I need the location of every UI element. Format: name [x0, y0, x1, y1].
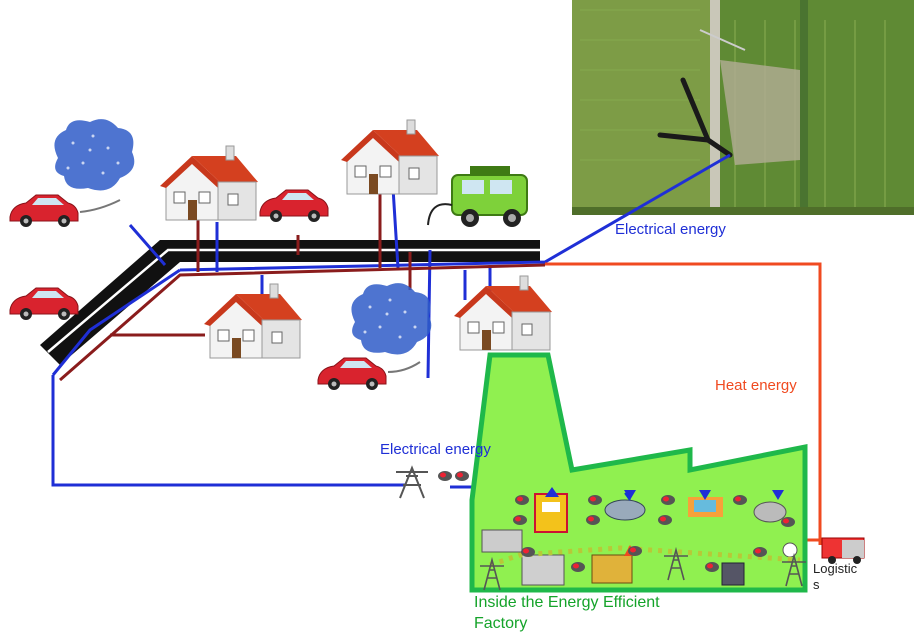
car-icon: [9, 194, 79, 228]
pylon-icon: [396, 465, 469, 499]
factory-caption: Inside the Energy Efficient Factory: [474, 592, 714, 634]
jeep-icon: [427, 166, 528, 227]
logistics-caption: Logistic s: [813, 561, 867, 593]
machine-icon: [721, 562, 745, 586]
factory-internals: [479, 487, 807, 591]
emission-cloud-icon: [351, 283, 432, 355]
factory-caption-line1: Inside the Energy Efficient: [474, 594, 660, 611]
logistics-caption-line2: s: [813, 577, 820, 592]
machine-icon: [604, 499, 646, 521]
emission-cloud-icon: [54, 119, 135, 191]
machine-icon: [782, 542, 798, 558]
house-connectors: [59, 188, 546, 382]
house-icon: [340, 119, 440, 195]
machine-icon: [534, 493, 568, 533]
machine-icon: [521, 554, 565, 586]
house-icon: [453, 275, 553, 351]
car-icon: [9, 287, 79, 321]
factory-caption-line2: Factory: [474, 615, 528, 632]
wind-turbine-photo: [572, 0, 914, 215]
house-icon: [203, 283, 303, 359]
machine-icon: [481, 529, 523, 553]
electrical-energy-label-factory: Electrical energy: [380, 441, 491, 458]
truck-icon: [821, 537, 865, 564]
heat-energy-label: Heat energy: [715, 377, 797, 394]
machine-icon: [688, 497, 723, 517]
logistics-caption-line1: Logistic: [813, 561, 858, 576]
car-icon: [317, 357, 387, 391]
car-icon: [259, 189, 329, 223]
electrical-energy-label-top: Electrical energy: [615, 221, 726, 238]
machine-icon: [753, 501, 787, 523]
house-icon: [159, 145, 259, 221]
road: [40, 240, 540, 365]
machine-icon: [591, 554, 633, 584]
